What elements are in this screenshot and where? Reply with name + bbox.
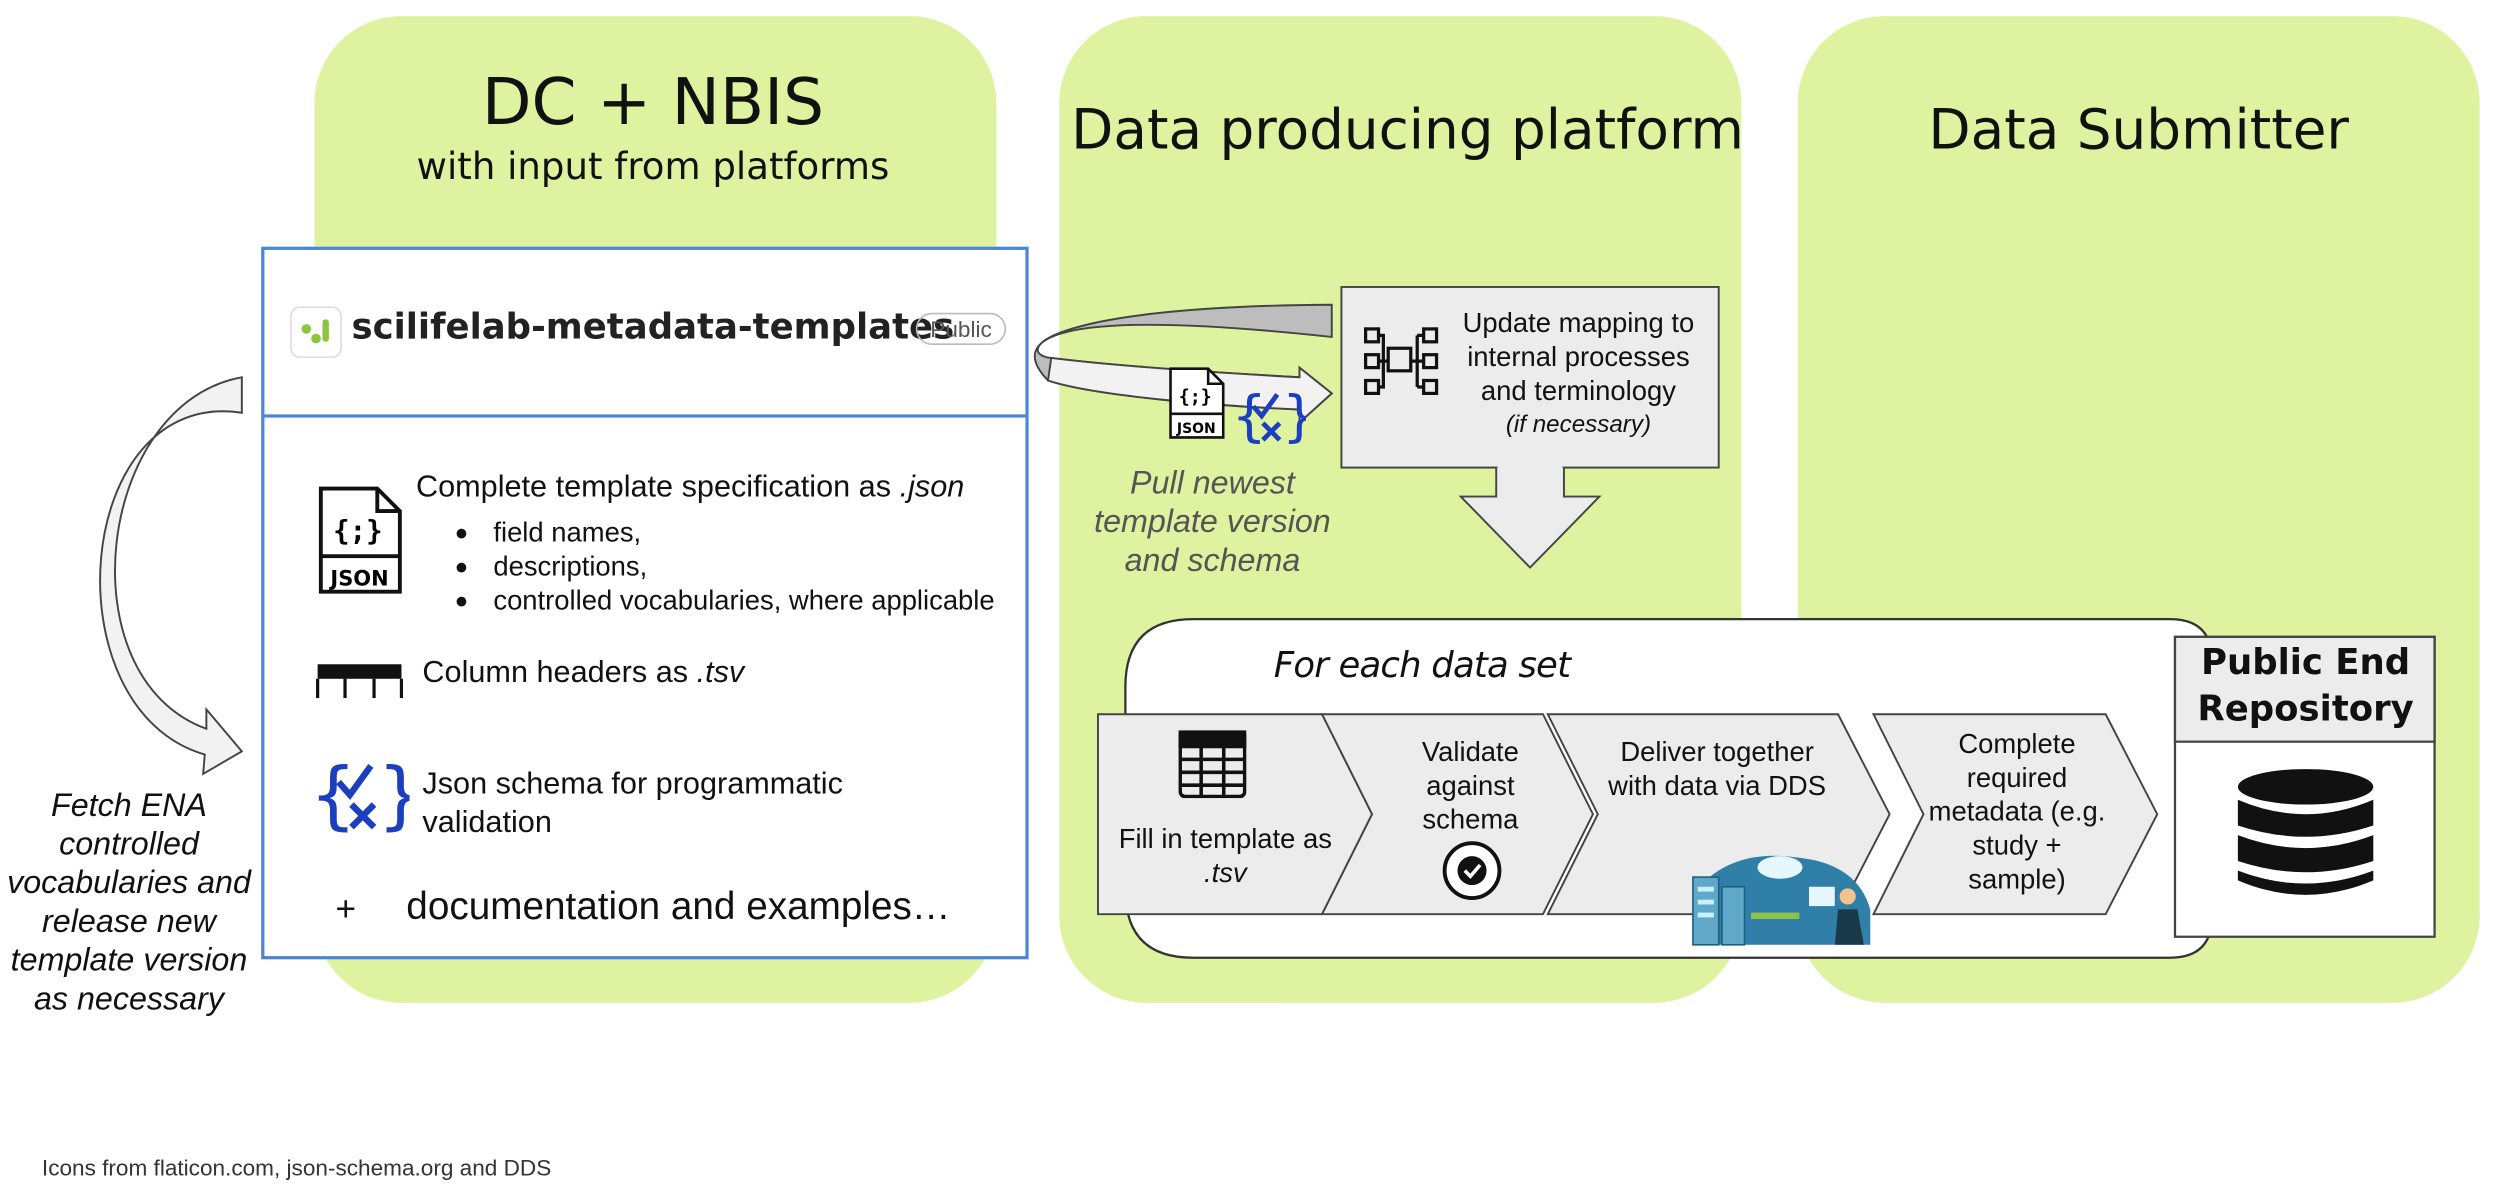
svg-text:}: } [377, 753, 409, 837]
col-title-submitter: Data Submitter [1928, 98, 2349, 163]
svg-text:JSON: JSON [1176, 421, 1216, 437]
step-4-text: Complete required metadata (e.g. study +… [1928, 728, 2106, 895]
repo-name[interactable]: scilifelab-metadata-templates [351, 307, 955, 349]
dds-illustration-icon [1686, 838, 1876, 959]
plus-icon: + [335, 888, 357, 929]
item-tsv-headers: Column headers as .tsv [422, 656, 745, 691]
pull-json-schema-icon: { } [1232, 384, 1317, 457]
database-icon [2233, 767, 2378, 910]
pull-json-file-icon: {;} JSON [1167, 366, 1225, 448]
left-note: Fetch ENA controlled vocabularies and re… [7, 788, 251, 1018]
repo-card: scilifelab-metadata-templates Public {;}… [261, 246, 1029, 960]
svg-text:{;}: {;} [1179, 387, 1212, 408]
step-4-chevron [1871, 713, 2159, 916]
item-documentation[interactable]: documentation and examples… [406, 885, 951, 929]
svg-text:JSON: JSON [328, 566, 388, 590]
step-2-chevron [1320, 713, 1595, 916]
pull-note: Pull newest template version and schema [1094, 465, 1331, 579]
bullet-item: field names, [451, 516, 994, 550]
hierarchy-icon [1362, 322, 1439, 407]
icon-credit: Icons from flaticon.com, json-schema.org… [41, 1154, 552, 1181]
curved-arrow-left [99, 376, 244, 776]
bullet-item: controlled vocabularies, where applicabl… [451, 584, 995, 618]
svg-text:}: } [1282, 384, 1306, 448]
col-subtitle-dc-nbis: with input from platforms [416, 146, 890, 189]
item-json-spec: Complete template specification as .json [415, 470, 965, 505]
check-circle-icon [1440, 838, 1504, 911]
bullet-item: descriptions, [451, 550, 994, 584]
step-2-text: Validate against schema [1421, 736, 1519, 836]
col-title-dc-nbis: DC + NBIS [481, 66, 825, 141]
down-arrow [1458, 467, 1602, 569]
item-json-schema: Json schema for programmatic validation [422, 767, 843, 841]
step-3-text: Deliver together with data via DDS [1608, 736, 1827, 802]
mapping-text: Update mapping to internal processes and… [1462, 307, 1695, 407]
workflow-label: For each data set [1273, 646, 1571, 687]
repo-logo-icon [290, 306, 342, 358]
repo-header: scilifelab-metadata-templates Public [264, 250, 1026, 418]
step-1-text: Fill in template as .tsv [1118, 823, 1332, 889]
table-header-icon [316, 663, 404, 707]
col-title-platform: Data producing platform [1071, 98, 1744, 163]
json-file-icon: {;} JSON [316, 485, 403, 603]
json-schema-icon: { } [310, 753, 425, 845]
svg-text:{;}: {;} [333, 516, 382, 547]
json-spec-bullets: field names, descriptions, controlled vo… [451, 516, 995, 618]
repository-title: Public End Repository [2197, 643, 2414, 731]
repo-visibility-badge: Public [915, 312, 1007, 346]
mapping-note: (if necessary) [1505, 411, 1652, 439]
table-icon [1178, 730, 1247, 806]
